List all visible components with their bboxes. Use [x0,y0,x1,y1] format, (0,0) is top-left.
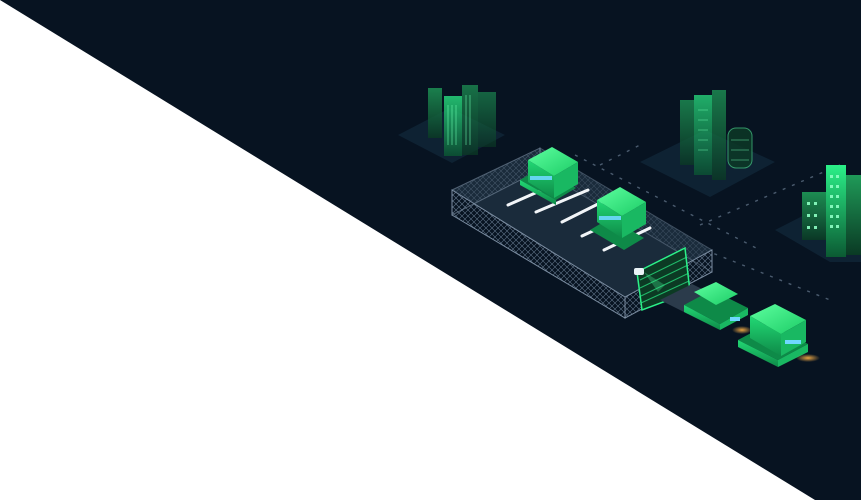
road-lines [574,144,841,301]
car-parked-2 [590,187,646,250]
city-block-right [775,165,861,262]
city-block-left [398,85,505,163]
camera-icon [634,268,665,292]
car-arriving-2 [738,304,820,367]
car-arriving-1 [684,282,752,334]
car-parked-1 [520,147,578,205]
city-block-center [640,90,775,197]
